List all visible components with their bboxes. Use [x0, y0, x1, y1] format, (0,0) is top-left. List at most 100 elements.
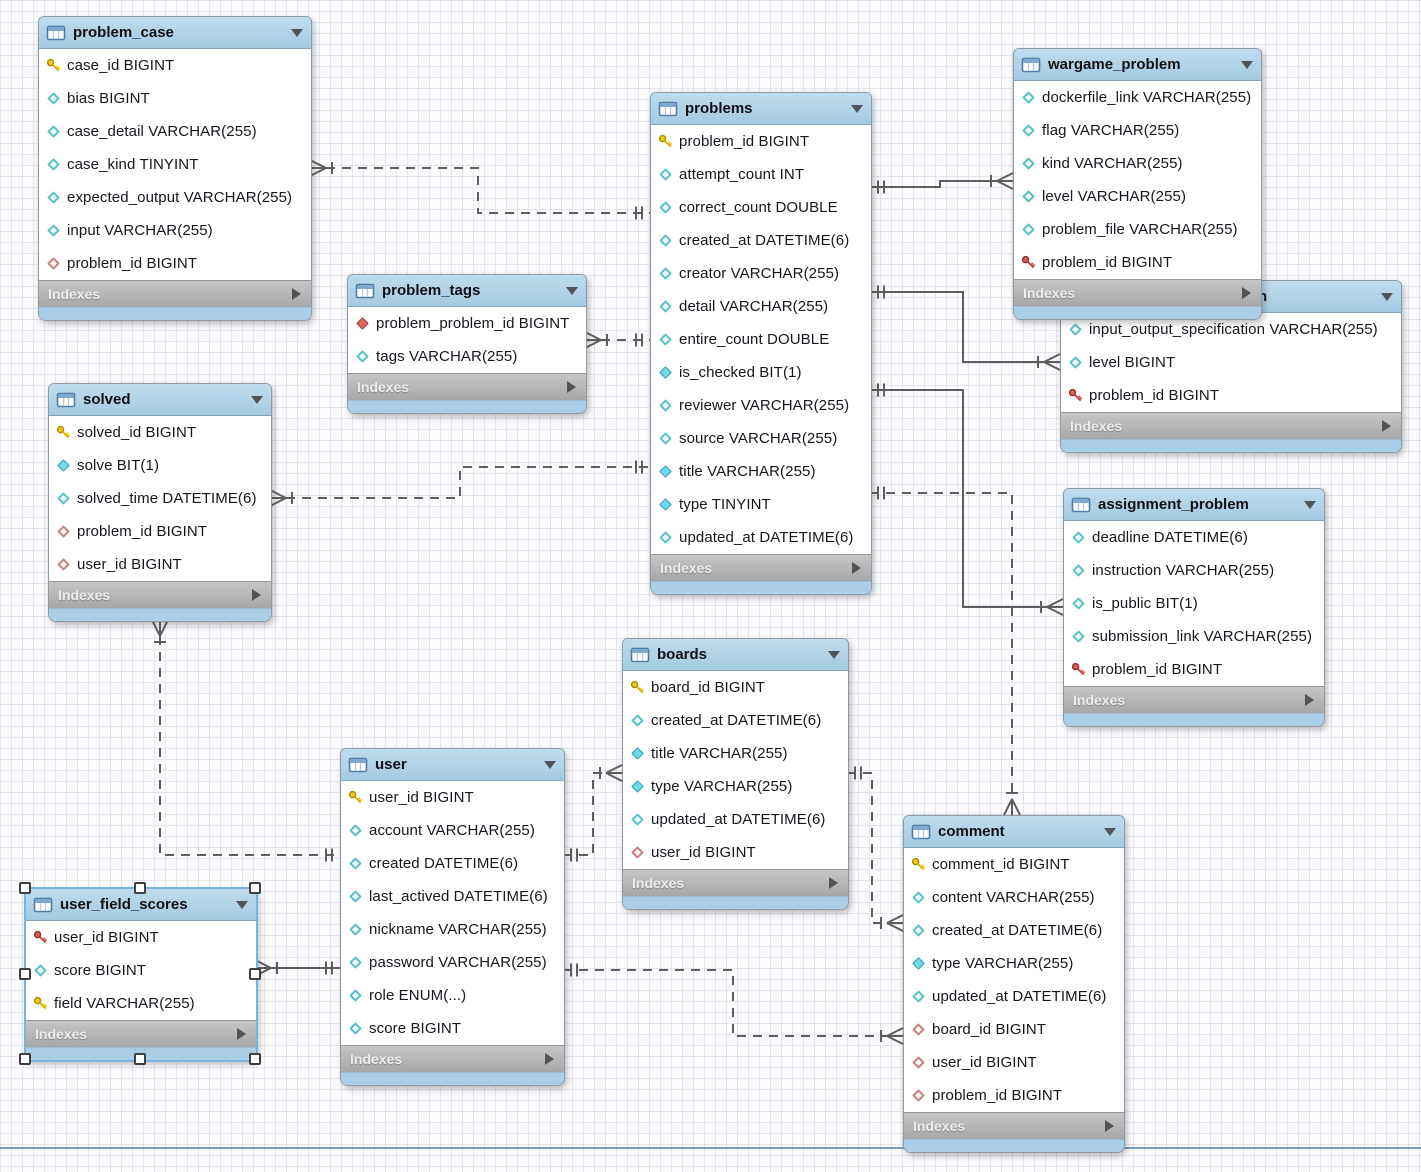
column-row-problem_id[interactable]: problem_id BIGINT [39, 247, 311, 280]
collapse-arrow-icon[interactable] [566, 286, 578, 295]
column-row-updated_at[interactable]: updated_at DATETIME(6) [623, 803, 848, 836]
expand-arrow-icon[interactable] [545, 1053, 554, 1065]
table-header[interactable]: solved [49, 384, 271, 416]
relationship-problem_tags-problems[interactable] [584, 331, 650, 349]
column-row-field[interactable]: field VARCHAR(255) [26, 987, 256, 1020]
column-row-case_id[interactable]: case_id BIGINT [39, 49, 311, 82]
column-row-problem_id[interactable]: problem_id BIGINT [1064, 653, 1324, 686]
column-row-role[interactable]: role ENUM(...) [341, 979, 564, 1012]
column-row-level[interactable]: level BIGINT [1061, 346, 1401, 379]
expand-arrow-icon[interactable] [1105, 1120, 1114, 1132]
column-row-input_output_specification[interactable]: input_output_specification VARCHAR(255) [1061, 313, 1401, 346]
indexes-section[interactable]: Indexes [1061, 412, 1401, 439]
collapse-arrow-icon[interactable] [1104, 827, 1116, 836]
column-row-dockerfile_link[interactable]: dockerfile_link VARCHAR(255) [1014, 81, 1261, 114]
table-header[interactable]: wargame_problem [1014, 49, 1261, 81]
indexes-section[interactable]: Indexes [49, 581, 271, 608]
column-row-created_at[interactable]: created_at DATETIME(6) [623, 704, 848, 737]
column-row-comment_id[interactable]: comment_id BIGINT [904, 848, 1124, 881]
column-row-correct_count[interactable]: correct_count DOUBLE [651, 191, 871, 224]
column-row-title[interactable]: title VARCHAR(255) [651, 455, 871, 488]
expand-arrow-icon[interactable] [292, 288, 301, 300]
indexes-section[interactable]: Indexes [341, 1045, 564, 1072]
collapse-arrow-icon[interactable] [544, 760, 556, 769]
column-row-entire_count[interactable]: entire_count DOUBLE [651, 323, 871, 356]
table-header[interactable]: user_field_scores [26, 889, 256, 921]
expand-arrow-icon[interactable] [252, 589, 261, 601]
indexes-section[interactable]: Indexes [623, 869, 848, 896]
relationship-problems-comment[interactable] [870, 486, 1021, 816]
relationship-user-boards[interactable] [563, 764, 623, 862]
column-row-kind[interactable]: kind VARCHAR(255) [1014, 147, 1261, 180]
column-row-input[interactable]: input VARCHAR(255) [39, 214, 311, 247]
column-row-solve[interactable]: solve BIT(1) [49, 449, 271, 482]
indexes-section[interactable]: Indexes [1014, 279, 1261, 306]
column-row-board_id[interactable]: board_id BIGINT [623, 671, 848, 704]
column-row-created_at[interactable]: created_at DATETIME(6) [904, 914, 1124, 947]
collapse-arrow-icon[interactable] [1304, 500, 1316, 509]
column-row-user_id[interactable]: user_id BIGINT [341, 781, 564, 814]
relationship-user_field_scores-user[interactable] [254, 959, 340, 977]
column-row-is_public[interactable]: is_public BIT(1) [1064, 587, 1324, 620]
column-row-case_kind[interactable]: case_kind TINYINT [39, 148, 311, 181]
column-row-creator[interactable]: creator VARCHAR(255) [651, 257, 871, 290]
column-row-type[interactable]: type TINYINT [651, 488, 871, 521]
column-row-user_id[interactable]: user_id BIGINT [49, 548, 271, 581]
column-row-account[interactable]: account VARCHAR(255) [341, 814, 564, 847]
expand-arrow-icon[interactable] [1242, 287, 1251, 299]
collapse-arrow-icon[interactable] [1241, 60, 1253, 69]
column-row-instruction[interactable]: instruction VARCHAR(255) [1064, 554, 1324, 587]
selection-handle[interactable] [249, 882, 261, 894]
column-row-deadline[interactable]: deadline DATETIME(6) [1064, 521, 1324, 554]
selection-handle[interactable] [19, 882, 31, 894]
column-row-user_id[interactable]: user_id BIGINT [26, 921, 256, 954]
column-row-created[interactable]: created DATETIME(6) [341, 847, 564, 880]
column-row-submission_link[interactable]: submission_link VARCHAR(255) [1064, 620, 1324, 653]
expand-arrow-icon[interactable] [567, 381, 576, 393]
table-header[interactable]: problem_case [39, 17, 311, 49]
collapse-arrow-icon[interactable] [828, 650, 840, 659]
column-row-attempt_count[interactable]: attempt_count INT [651, 158, 871, 191]
indexes-section[interactable]: Indexes [1064, 686, 1324, 713]
selection-handle[interactable] [249, 967, 261, 980]
collapse-arrow-icon[interactable] [251, 395, 263, 404]
column-row-user_id[interactable]: user_id BIGINT [623, 836, 848, 869]
selection-handle[interactable] [249, 1053, 261, 1065]
column-row-reviewer[interactable]: reviewer VARCHAR(255) [651, 389, 871, 422]
indexes-section[interactable]: Indexes [651, 554, 871, 581]
table-header[interactable]: user [341, 749, 564, 781]
table-header[interactable]: assignment_problem [1064, 489, 1324, 521]
relationship-user-comment[interactable] [563, 963, 904, 1045]
expand-arrow-icon[interactable] [1382, 420, 1391, 432]
column-row-source[interactable]: source VARCHAR(255) [651, 422, 871, 455]
column-row-solved_id[interactable]: solved_id BIGINT [49, 416, 271, 449]
column-row-title[interactable]: title VARCHAR(255) [623, 737, 848, 770]
selection-handle[interactable] [134, 882, 146, 894]
indexes-section[interactable]: Indexes [904, 1112, 1124, 1139]
collapse-arrow-icon[interactable] [236, 900, 248, 909]
selection-handle[interactable] [134, 1053, 146, 1065]
relationship-solved-problems[interactable] [269, 460, 650, 507]
column-row-nickname[interactable]: nickname VARCHAR(255) [341, 913, 564, 946]
relationship-problem_case-problems[interactable] [309, 159, 650, 220]
column-row-problem_id[interactable]: problem_id BIGINT [651, 125, 871, 158]
column-row-problem_id[interactable]: problem_id BIGINT [904, 1079, 1124, 1112]
column-row-solved_time[interactable]: solved_time DATETIME(6) [49, 482, 271, 515]
collapse-arrow-icon[interactable] [851, 104, 863, 113]
relationship-problems-algorithm_problem[interactable] [870, 285, 1061, 371]
column-row-flag[interactable]: flag VARCHAR(255) [1014, 114, 1261, 147]
indexes-section[interactable]: Indexes [26, 1020, 256, 1047]
column-row-score[interactable]: score BIGINT [341, 1012, 564, 1045]
column-row-score[interactable]: score BIGINT [26, 954, 256, 987]
column-row-tags[interactable]: tags VARCHAR(255) [348, 340, 586, 373]
column-row-expected_output[interactable]: expected_output VARCHAR(255) [39, 181, 311, 214]
column-row-is_checked[interactable]: is_checked BIT(1) [651, 356, 871, 389]
column-row-content[interactable]: content VARCHAR(255) [904, 881, 1124, 914]
